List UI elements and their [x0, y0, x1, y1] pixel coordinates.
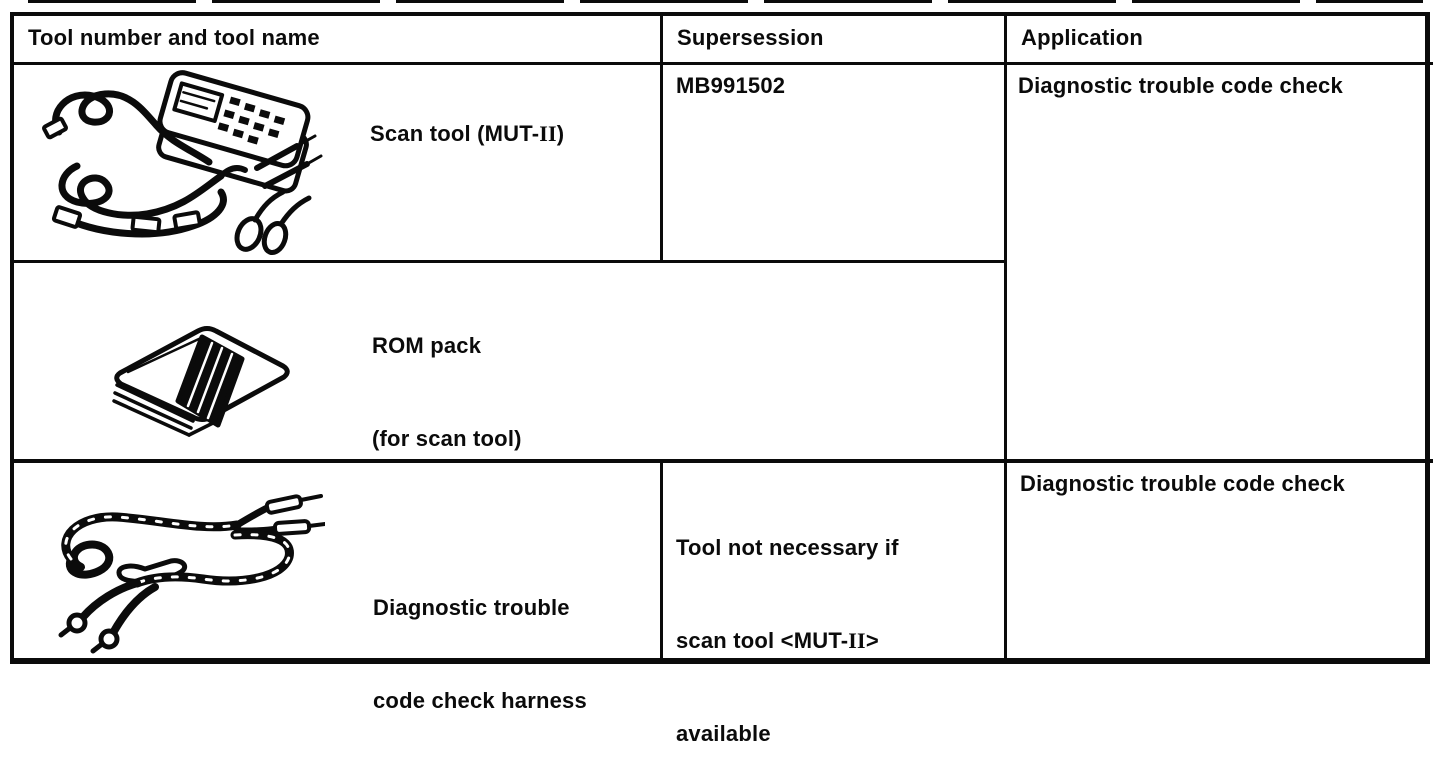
- application-row1: Diagnostic trouble code check: [1018, 73, 1343, 98]
- grid-line-row2-bottom: [10, 459, 1433, 463]
- grid-line-col2-divider: [1004, 12, 1007, 664]
- supersession-row3-line2-roman: II: [848, 628, 866, 653]
- supersession-row3-line1: Tool not necessary if: [676, 535, 899, 560]
- tool-name-scan-tool-text: Scan tool (MUT-: [370, 121, 540, 146]
- scanned-manual-page: { "colors": { "ink": "#0b0b0b", "paper":…: [10, 0, 1433, 746]
- scan-tool-kit-illustration: [25, 70, 325, 260]
- supersession-row1: MB991502: [676, 73, 786, 98]
- header-tool-number: Tool number and tool name: [28, 25, 320, 50]
- supersession-row3-line3: available: [676, 721, 771, 746]
- supersession-row3-line2-close: >: [865, 628, 879, 653]
- tool-name-harness-line2: code check harness: [373, 688, 587, 713]
- header-application: Application: [1021, 25, 1143, 50]
- application-row3: Diagnostic trouble code check: [1020, 471, 1345, 496]
- tool-name-scan-tool-roman: II: [539, 121, 557, 146]
- tool-name-scan-tool-close: ): [556, 121, 565, 146]
- tool-name-scan-tool: Scan tool (MUT-II): [370, 121, 564, 147]
- tool-name-rom-pack: ROM pack (for scan tool): [372, 268, 522, 485]
- header-supersession: Supersession: [677, 25, 824, 50]
- grid-line-header-bottom: [10, 62, 1433, 65]
- grid-line-row1-bottom: [10, 260, 1007, 263]
- table-outer-border: [10, 12, 1430, 664]
- tool-name-harness: Diagnostic trouble code check harness: [373, 530, 587, 747]
- rom-pack-illustration: [65, 315, 315, 445]
- grid-line-col1-divider-lower: [660, 459, 663, 664]
- grid-line-col1-divider-upper: [660, 12, 663, 263]
- supersession-row3-line2: scan tool <MUT-II>: [676, 625, 899, 656]
- tool-name-rom-pack-line1: ROM pack: [372, 333, 482, 358]
- tool-name-rom-pack-line2: (for scan tool): [372, 426, 522, 451]
- supersession-row3: Tool not necessary if scan tool <MUT-II>…: [676, 470, 899, 780]
- supersession-row3-line2-text: scan tool <MUT-: [676, 628, 849, 653]
- scan-edge-artifact: [28, 0, 1423, 3]
- tool-name-harness-line1: Diagnostic trouble: [373, 595, 570, 620]
- diagnostic-harness-illustration: [25, 475, 325, 655]
